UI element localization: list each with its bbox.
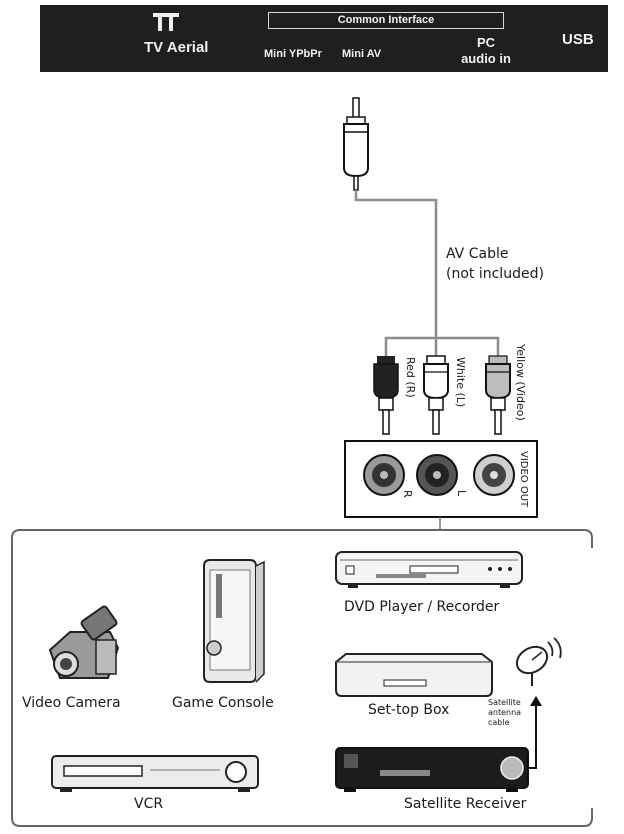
av-cable-label: AV Cable [446, 246, 509, 262]
av-cable [354, 190, 500, 356]
video-out-label: VIDEO OUT [518, 451, 529, 508]
game-console-label: Game Console [172, 695, 274, 711]
aerial-socket-icon [153, 13, 179, 31]
jack-l-label: L [455, 490, 468, 497]
mini-av-jack-icon [343, 97, 369, 191]
yellow-plug-label: Yellow (Video) [514, 344, 527, 421]
satellite-receiver-icon [335, 747, 529, 792]
mini-ypbpr-label: Mini YPbPr [264, 48, 322, 60]
white-plug-label: White (L) [454, 357, 467, 408]
pc-audio-label-line1: PC [476, 35, 496, 50]
set-top-box-label: Set-top Box [368, 702, 450, 718]
av-cable-note: (not included) [446, 266, 544, 282]
vcr-icon [51, 755, 259, 792]
antenna-cable-arrow [528, 696, 542, 769]
yellow-jack-socket [473, 454, 515, 496]
jack-r-label: R [401, 490, 414, 498]
yellow-plug-icon [485, 355, 511, 435]
white-jack-socket [416, 454, 458, 496]
tv-connection-panel: TV Aerial Common Interface Mini YPbPr Mi… [40, 5, 608, 72]
device-group-bracket [11, 529, 593, 827]
vcr-label: VCR [134, 796, 164, 812]
satellite-dish-icon [515, 637, 562, 686]
satellite-antenna-cable-label: Satellite antenna cable [488, 698, 522, 727]
red-plug-icon [373, 356, 399, 435]
common-interface-label: Common Interface [337, 14, 435, 26]
red-jack-socket [363, 454, 405, 496]
video-camera-icon [48, 605, 120, 679]
set-top-box-icon [335, 653, 493, 697]
dvd-player-icon [335, 551, 523, 588]
satellite-receiver-label: Satellite Receiver [404, 796, 527, 812]
video-camera-label: Video Camera [22, 695, 121, 711]
usb-label: USB [562, 31, 594, 48]
white-plug-icon [423, 355, 449, 435]
tv-aerial-label: TV Aerial [144, 39, 209, 56]
pc-audio-label-line2: audio in [461, 51, 511, 66]
common-interface-slot [268, 12, 504, 29]
mini-av-label: Mini AV [342, 48, 382, 60]
game-console-icon [203, 559, 265, 683]
red-plug-label: Red (R) [404, 357, 417, 398]
dvd-player-label: DVD Player / Recorder [344, 599, 500, 615]
